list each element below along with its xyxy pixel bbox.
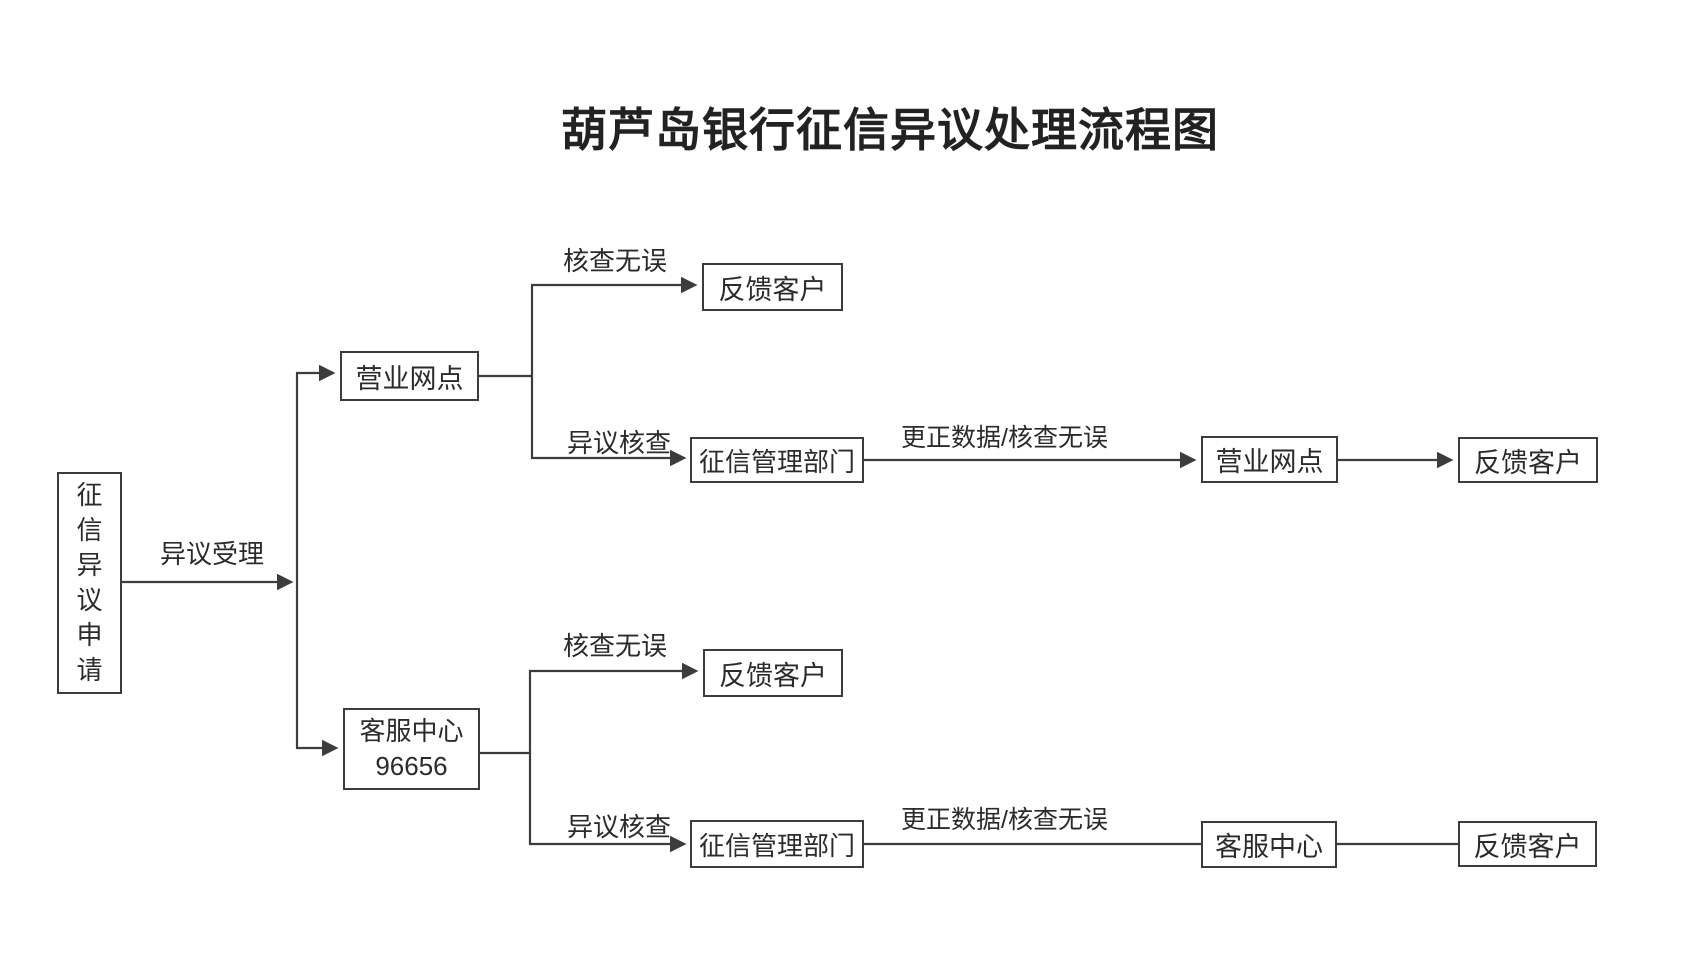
node-feedback-customer-top: 反馈客户: [702, 263, 843, 311]
node-customer-service-center: 客服中心 96656: [343, 708, 480, 790]
node-credit-management-dept-top: 征信管理部门: [690, 437, 864, 483]
node-customer-service-center-name: 客服中心: [359, 716, 464, 746]
label-verified-ok-top: 核查无误: [563, 246, 668, 276]
node-feedback-customer-mid: 反馈客户: [1458, 437, 1598, 483]
node-customer-service-mid: 客服中心: [1201, 821, 1337, 868]
label-dispute-verify-top: 异议核查: [567, 428, 672, 458]
node-credit-dispute-application: 征信异议申请: [57, 472, 122, 694]
node-customer-service-center-phone: 96656: [375, 751, 448, 781]
diagram-title: 葫芦岛银行征信异议处理流程图: [561, 105, 1219, 156]
label-verified-ok-bottom: 核查无误: [563, 631, 668, 661]
label-dispute-accept: 异议受理: [160, 539, 265, 569]
label-correct-data-bottom: 更正数据/核查无误: [901, 806, 1108, 834]
node-credit-management-dept-bottom: 征信管理部门: [690, 820, 864, 868]
node-business-branch: 营业网点: [340, 351, 479, 401]
node-business-branch-mid: 营业网点: [1201, 436, 1338, 483]
node-feedback-customer-low: 反馈客户: [703, 649, 843, 697]
node-feedback-customer-bottom: 反馈客户: [1458, 821, 1597, 867]
label-dispute-verify-bottom: 异议核查: [567, 812, 672, 842]
label-correct-data-top: 更正数据/核查无误: [901, 424, 1108, 452]
